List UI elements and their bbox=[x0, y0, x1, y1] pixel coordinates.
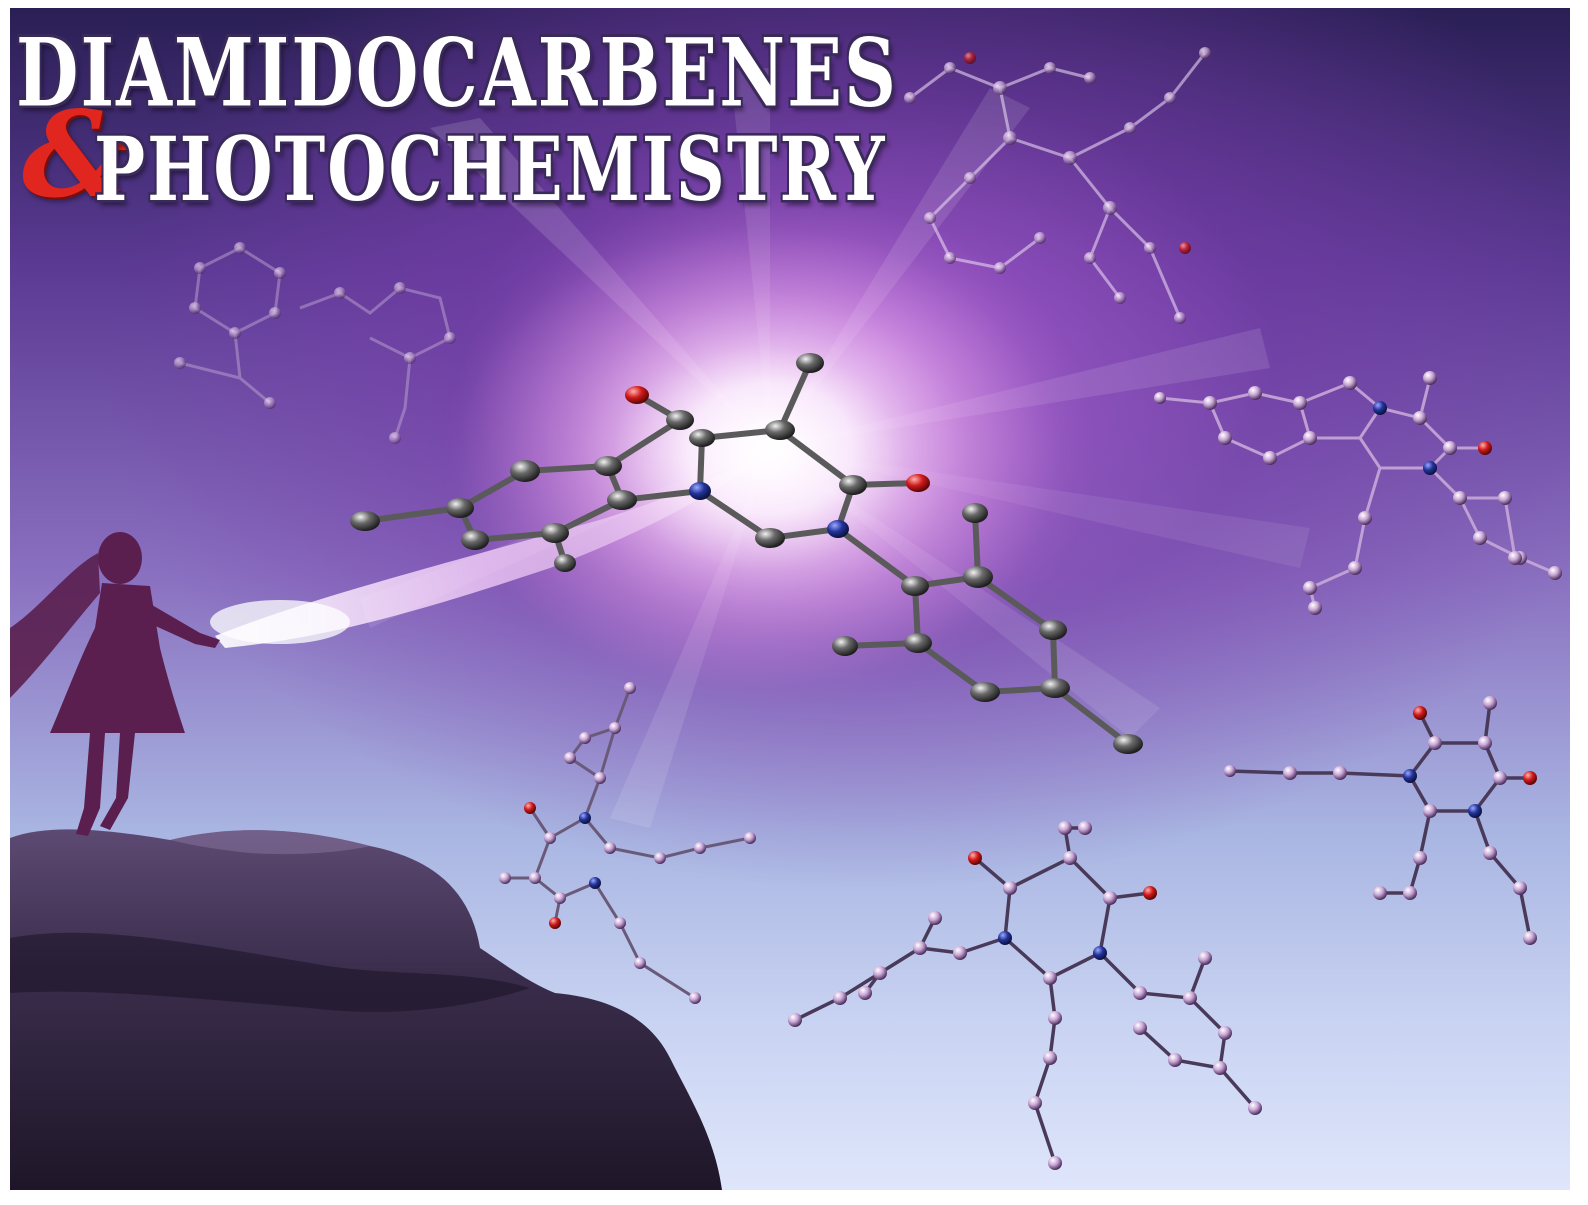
silhouette-figure bbox=[10, 532, 220, 836]
molecule-bottom-right-atoms bbox=[1224, 696, 1537, 945]
title-line-diamidocarbenes: DIAMIDOCARBENES bbox=[16, 16, 898, 128]
cover-canvas: DIAMIDOCARBENES & PHOTOCHEMISTRY bbox=[10, 8, 1570, 1190]
scene-illustration bbox=[10, 47, 1562, 1190]
cliff-highlight bbox=[170, 830, 370, 855]
molecule-background-topleft-atoms bbox=[174, 242, 456, 444]
title-line-photochemistry: PHOTOCHEMISTRY bbox=[94, 118, 887, 223]
energy-beam bbox=[215, 453, 770, 648]
cover-title: DIAMIDOCARBENES & PHOTOCHEMISTRY bbox=[16, 25, 896, 226]
molecule-bottom-center-atoms bbox=[788, 821, 1262, 1170]
cliff-ledge-shadow bbox=[10, 932, 530, 1012]
beam-flare bbox=[210, 600, 350, 644]
molecule-lower-middle-atoms bbox=[499, 682, 756, 1004]
molecule-central-carbon-atoms bbox=[350, 353, 1143, 754]
title-ampersand: & bbox=[22, 85, 129, 224]
molecule-central-nitrogen-atoms bbox=[689, 482, 849, 538]
molecule-right-atoms bbox=[1154, 371, 1562, 615]
molecule-right bbox=[1159, 377, 1556, 609]
light-burst bbox=[440, 188, 1100, 708]
molecule-background-topright-atoms bbox=[904, 47, 1211, 324]
molecule-background-topleft bbox=[179, 246, 452, 439]
molecule-central-oxygen-atoms bbox=[625, 386, 930, 492]
molecule-lower-middle bbox=[505, 687, 751, 1000]
